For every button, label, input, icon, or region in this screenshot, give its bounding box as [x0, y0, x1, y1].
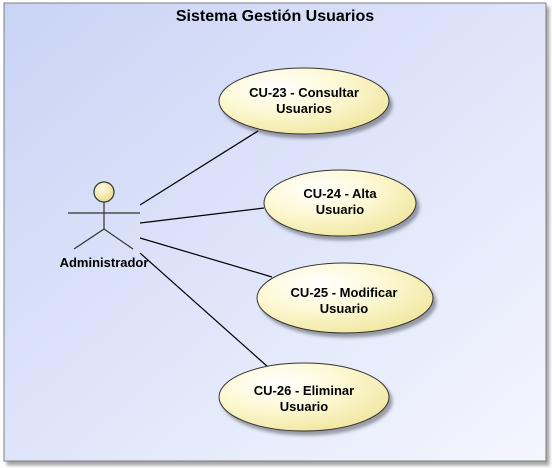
association-line-cu23 [139, 130, 259, 206]
use-case-ellipse [263, 169, 417, 237]
use-case-cu26[interactable]: CU-26 - Eliminar Usuario [218, 362, 390, 432]
use-case-label-line2: Usuario [316, 202, 364, 217]
actor-administrador[interactable]: Administrador [60, 181, 149, 270]
actor-stick-figure-icon [68, 181, 140, 250]
use-case-ellipse [256, 262, 434, 334]
use-case-ellipse [218, 67, 390, 135]
use-case-label-line1: CU-25 - Modificar [291, 285, 398, 300]
use-case-label-line2: Usuario [280, 399, 328, 414]
actor-name: Administrador [60, 255, 149, 270]
use-case-ellipse [218, 362, 390, 432]
system-title: Sistema Gestión Usuarios [176, 8, 374, 25]
use-case-label-line2: Usuario [320, 301, 368, 316]
use-case-cu25[interactable]: CU-25 - Modificar Usuario [256, 262, 434, 334]
association-line-cu25 [139, 237, 273, 278]
use-case-cu24[interactable]: CU-24 - Alta Usuario [263, 169, 417, 237]
use-case-label-line1: CU-23 - Consultar [249, 85, 359, 100]
use-case-cu23[interactable]: CU-23 - Consultar Usuarios [218, 67, 390, 135]
use-case-label-line1: CU-26 - Eliminar [254, 383, 354, 398]
use-case-label-line2: Usuarios [276, 101, 332, 116]
use-case-label-line1: CU-24 - Alta [303, 186, 377, 201]
associations [139, 130, 273, 368]
association-line-cu26 [139, 252, 269, 368]
association-line-cu24 [139, 207, 265, 224]
